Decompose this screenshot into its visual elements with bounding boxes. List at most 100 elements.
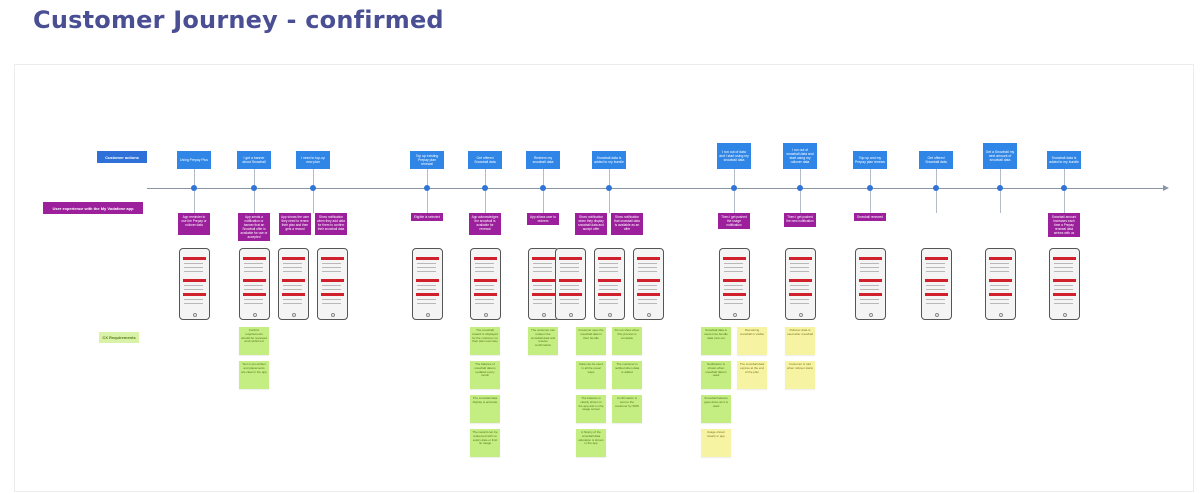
journey-board[interactable]: Customer actions User experience with th…	[14, 64, 1194, 492]
cx-requirement-sticky[interactable]: The balance of snowball data is updated …	[470, 361, 500, 389]
phone-screen-mockup[interactable]	[238, 248, 270, 320]
cx-requirement-sticky[interactable]: Data can be used in all the usual ways	[576, 361, 606, 389]
customer-action-card[interactable]: I run out of snowball data and start usi…	[783, 143, 817, 169]
cx-requirement-sticky[interactable]: The balance is clearly shown in the app …	[576, 395, 606, 423]
customer-action-card[interactable]: I run out of data and I start using my s…	[717, 143, 751, 169]
customer-action-card[interactable]: Snowball data is added to my bundle	[1047, 151, 1081, 169]
timeline-dot[interactable]	[540, 185, 546, 191]
timeline-dot[interactable]	[251, 185, 257, 191]
connector-line	[427, 191, 428, 213]
screen-text-line	[1053, 285, 1073, 286]
phone-screen-mockup[interactable]	[1048, 248, 1080, 320]
customer-action-card[interactable]: Top up existing Prepay plan renewal	[410, 151, 444, 169]
phone-screen-mockup[interactable]	[278, 248, 309, 320]
phone-screen-mockup[interactable]	[784, 248, 816, 320]
cx-requirement-sticky[interactable]: The customer is notified when data is ad…	[612, 361, 642, 389]
experience-card[interactable]: Snowball renewed	[854, 213, 886, 221]
customer-action-card[interactable]: Top up and my Prepay plan renews	[853, 151, 887, 169]
home-button-icon	[483, 313, 488, 317]
timeline-dot[interactable]	[482, 185, 488, 191]
experience-card[interactable]: App reminder to use the Prepay or rollov…	[178, 213, 210, 235]
timeline-dot[interactable]	[867, 185, 873, 191]
phone-screen-mockup[interactable]	[632, 248, 664, 320]
timeline-dot[interactable]	[997, 185, 1003, 191]
experience-card[interactable]: App acknowledges the snowball is availab…	[469, 213, 501, 235]
screen-text-line	[243, 263, 263, 264]
timeline-dot[interactable]	[191, 185, 197, 191]
customer-action-card[interactable]: Get offered Snowball data	[919, 151, 953, 169]
screen-red-bar	[531, 293, 555, 296]
phone-screen-mockup[interactable]	[554, 248, 586, 320]
screen-red-bar	[473, 279, 497, 282]
phone-screen-mockup[interactable]	[593, 248, 625, 320]
experience-card[interactable]: App sends a notification or banner that …	[238, 213, 270, 241]
connector-line	[254, 191, 255, 213]
screen-red-bar	[242, 279, 266, 282]
experience-card[interactable]: Show notification when they display snow…	[575, 213, 607, 235]
customer-action-card[interactable]: Get a Snowball my next amount of snowbal…	[983, 143, 1017, 169]
cx-requirement-sticky[interactable]: Do not show when this process is complet…	[612, 327, 642, 355]
timeline-dot[interactable]	[797, 185, 803, 191]
connector-line	[800, 169, 801, 188]
experience-card[interactable]: Show notification that snowball data is …	[611, 213, 643, 235]
experience-card[interactable]: Then I get pushed the usage notification	[718, 213, 750, 229]
timeline-dot[interactable]	[933, 185, 939, 191]
experience-card[interactable]: Show notification when they add data for…	[315, 213, 347, 235]
phone-screen-mockup[interactable]	[411, 248, 443, 320]
screen-red-bar	[321, 257, 344, 260]
cx-requirement-sticky[interactable]: Rollover data is used after snowball	[785, 327, 815, 355]
screen-red-bar	[531, 279, 555, 282]
screen-text-line	[322, 271, 341, 272]
customer-action-card[interactable]: Redeem my snowball data	[526, 151, 560, 169]
screen-text-line	[859, 289, 879, 290]
timeline-dot[interactable]	[606, 185, 612, 191]
phone-screen-mockup[interactable]	[469, 248, 501, 320]
phone-screen-mockup[interactable]	[178, 248, 210, 320]
experience-card[interactable]: App shows the user they need to renew th…	[279, 213, 311, 235]
screen-red-bar	[282, 293, 305, 296]
phone-screen-mockup[interactable]	[920, 248, 952, 320]
customer-action-card[interactable]: I get a banner about Snowball	[237, 151, 271, 169]
phone-screen-mockup[interactable]	[984, 248, 1016, 320]
screen-text-line	[243, 303, 263, 304]
cx-requirement-sticky[interactable]: Snowball data is used once bundle data r…	[701, 327, 731, 355]
screen-red-bar	[415, 293, 439, 296]
phone-screen-mockup[interactable]	[317, 248, 348, 320]
cx-requirement-sticky[interactable]: Snowball balance goes down as it is used	[701, 395, 731, 423]
cx-requirement-sticky[interactable]: Notification is shown when snowball data…	[701, 361, 731, 389]
connector-line	[936, 169, 937, 188]
timeline-dot[interactable]	[731, 185, 737, 191]
phone-screen-mockup[interactable]	[527, 248, 559, 320]
experience-card[interactable]: Eligible is selected	[411, 213, 443, 221]
cx-requirement-sticky[interactable]: Remaining snowball is visible	[737, 327, 767, 355]
experience-card[interactable]: Snowball amount increases each time a Pr…	[1048, 213, 1080, 237]
timeline-dot[interactable]	[310, 185, 316, 191]
customer-action-card[interactable]: Snowball data is added to my bundle	[592, 151, 626, 169]
cx-requirement-sticky[interactable]: Customer is told when rollover starts	[785, 361, 815, 389]
phone-screen-mockup[interactable]	[718, 248, 750, 320]
cx-requirement-sticky[interactable]: Customer sees the snowball data in their…	[576, 327, 606, 355]
cx-requirement-sticky[interactable]: The snowball data display is accurate	[470, 395, 500, 423]
cx-requirement-sticky[interactable]: Confirmation is sent to the customer by …	[612, 395, 642, 423]
screen-text-line	[183, 303, 203, 304]
cx-requirement-sticky[interactable]: The reward can be redeemed with no expir…	[470, 429, 500, 457]
screen-red-bar	[1052, 293, 1076, 296]
cx-requirement-sticky[interactable]: The snowball reward is displayed for the…	[470, 327, 500, 355]
customer-action-card[interactable]: Get offered Snowball data	[468, 151, 502, 169]
customer-action-card[interactable]: I need to top-up new plan	[296, 151, 330, 169]
cx-requirement-sticky[interactable]: The customer can redeem the snowball dat…	[528, 327, 558, 355]
timeline-dot[interactable]	[1061, 185, 1067, 191]
experience-card[interactable]: App allows user to redeem	[527, 213, 559, 225]
cx-requirement-sticky[interactable]: Text is pre-written and placements are c…	[239, 361, 269, 389]
screen-red-bar	[988, 293, 1012, 296]
cx-requirement-sticky[interactable]: A history of the snowball data allocatio…	[576, 429, 606, 457]
screen-text-line	[723, 303, 743, 304]
screen-text-line	[322, 285, 341, 286]
timeline-dot[interactable]	[424, 185, 430, 191]
cx-requirement-sticky[interactable]: Usage shown clearly in app	[701, 429, 731, 457]
cx-requirement-sticky[interactable]: The snowball data expires at the end of …	[737, 361, 767, 389]
experience-card[interactable]: Then I get pushed the new notification	[784, 213, 816, 227]
phone-screen-mockup[interactable]	[854, 248, 886, 320]
customer-action-card[interactable]: Using Prepay Plus	[177, 151, 211, 169]
cx-requirement-sticky[interactable]: Confirm requirements should be reviewed …	[239, 327, 269, 355]
